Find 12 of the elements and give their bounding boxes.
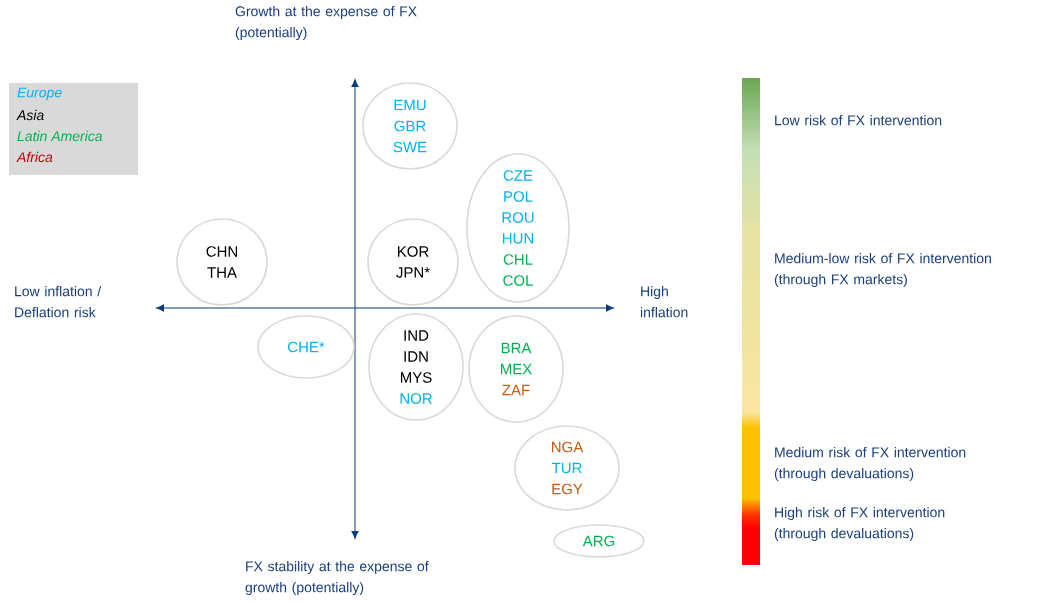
- axis-label: FX stability at the expense of growth (potentially): [245, 561, 429, 596]
- axis-label: Medium-low risk of FX intervention (through FX markets): [774, 253, 991, 288]
- axis-label: High inflation: [640, 286, 688, 318]
- legend-entry: Africa: [16, 151, 53, 163]
- axis-label: Medium risk of FX intervention (through devaluations): [774, 447, 966, 482]
- axis-label: Low inflation / Deflation risk: [15, 286, 102, 318]
- axis-label: Growth at the expense of FX (potentially): [235, 6, 417, 41]
- axis-label: High risk of FX intervention (through devaluations): [774, 507, 945, 542]
- axis-label: Low risk of FX intervention: [775, 115, 942, 126]
- legend-entry: Latin America: [17, 130, 103, 142]
- legend-entry: Asia: [16, 109, 44, 121]
- legend-entry: Europe: [17, 87, 62, 101]
